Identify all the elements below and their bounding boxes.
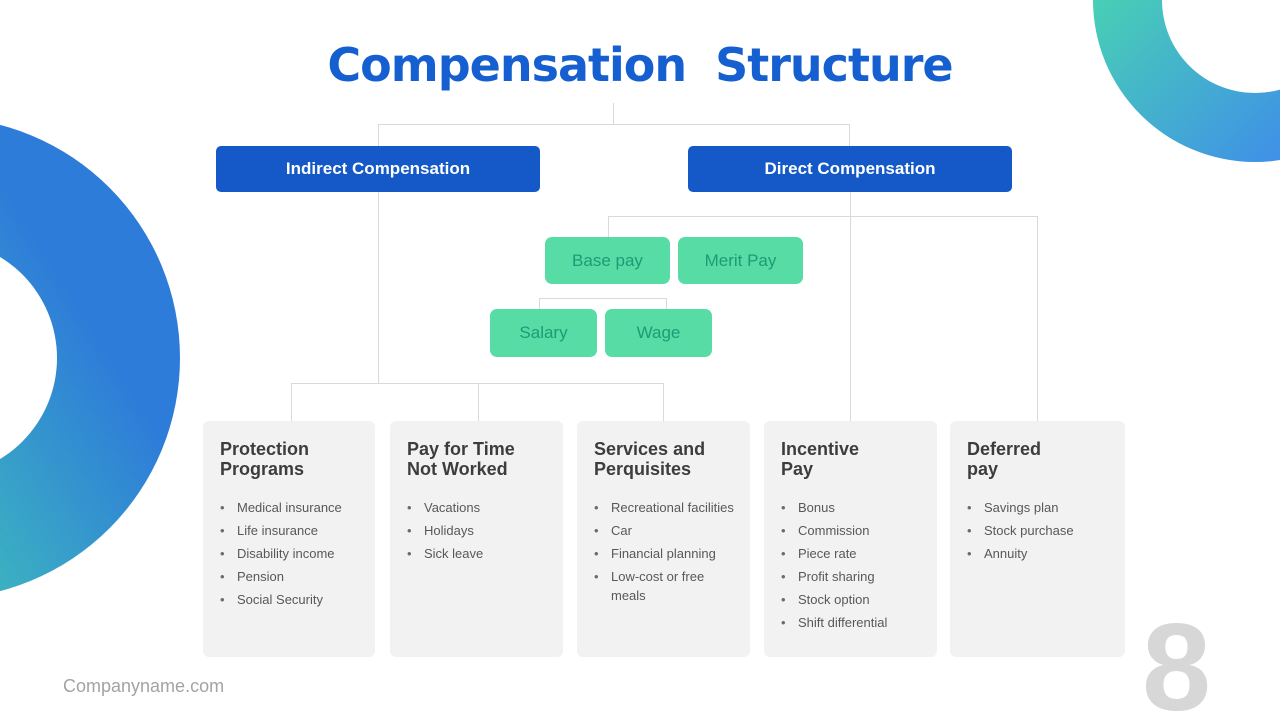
- bullet-item: Stock purchase: [965, 521, 1113, 540]
- card-incentive-pay: Incentive Pay BonusCommissionPiece rateP…: [764, 421, 937, 657]
- bullet-item: Annuity: [965, 544, 1113, 563]
- page-number: 8: [1142, 599, 1211, 720]
- bullet-item: Recreational facilities: [592, 498, 738, 517]
- card-title: Incentive Pay: [781, 439, 860, 479]
- connector-line: [850, 192, 851, 421]
- card-services-and-perquisites: Services and Perquisites Recreational fa…: [577, 421, 750, 657]
- card-title: Deferred pay: [967, 439, 1042, 479]
- bullet-item: Social Security: [218, 590, 363, 609]
- node-merit-pay: Merit Pay: [678, 237, 803, 284]
- bullet-item: Pension: [218, 567, 363, 586]
- bullet-list: Medical insuranceLife insuranceDisabilit…: [218, 498, 363, 609]
- connector-line: [663, 383, 664, 421]
- connector-line: [378, 192, 379, 383]
- page-title: Compensation Structure: [327, 38, 953, 92]
- bullet-item: Disability income: [218, 544, 363, 563]
- bullet-item: Car: [592, 521, 738, 540]
- card-title: Pay for Time Not Worked: [407, 439, 515, 479]
- decorative-ring-left-icon: [0, 117, 180, 599]
- bullet-item: Bonus: [779, 498, 925, 517]
- node-direct-compensation: Direct Compensation: [688, 146, 1012, 192]
- ring-hole: [0, 240, 57, 476]
- card-protection-programs: Protection Programs Medical insuranceLif…: [203, 421, 375, 657]
- connector-line: [613, 103, 614, 124]
- connector-line: [1037, 216, 1038, 421]
- bullet-list: Recreational facilitiesCarFinancial plan…: [592, 498, 738, 605]
- connector-line: [378, 124, 850, 125]
- card-title: Protection Programs: [220, 439, 310, 479]
- bullet-item: Life insurance: [218, 521, 363, 540]
- bullet-item: Financial planning: [592, 544, 738, 563]
- connector-line: [291, 383, 663, 384]
- bullet-item: Low-cost or free meals: [592, 567, 738, 605]
- connector-line: [478, 383, 479, 421]
- bullet-item: Profit sharing: [779, 567, 925, 586]
- node-indirect-compensation: Indirect Compensation: [216, 146, 540, 192]
- card-deferred-pay: Deferred pay Savings planStock purchaseA…: [950, 421, 1125, 657]
- bullet-item: Piece rate: [779, 544, 925, 563]
- bullet-item: Commission: [779, 521, 925, 540]
- connector-line: [608, 216, 609, 237]
- connector-line: [378, 124, 379, 146]
- node-wage: Wage: [605, 309, 712, 357]
- connector-line: [849, 124, 850, 146]
- card-title: Services and Perquisites: [594, 439, 706, 479]
- card-pay-for-time-not-worked: Pay for Time Not Worked VacationsHoliday…: [390, 421, 563, 657]
- connector-line: [539, 298, 540, 310]
- connector-line: [539, 298, 666, 299]
- bullet-item: Stock option: [779, 590, 925, 609]
- bullet-item: Sick leave: [405, 544, 551, 563]
- connector-line: [666, 298, 667, 310]
- bullet-list: VacationsHolidaysSick leave: [405, 498, 551, 563]
- connector-line: [291, 383, 292, 421]
- bullet-item: Shift differential: [779, 613, 925, 632]
- bullet-item: Holidays: [405, 521, 551, 540]
- bullet-item: Vacations: [405, 498, 551, 517]
- bullet-item: Savings plan: [965, 498, 1113, 517]
- company-name-footer: Companyname.com: [63, 676, 225, 696]
- connector-line: [608, 216, 1037, 217]
- bullet-list: Savings planStock purchaseAnnuity: [965, 498, 1113, 563]
- bullet-item: Medical insurance: [218, 498, 363, 517]
- bullet-list: BonusCommissionPiece rateProfit sharingS…: [779, 498, 925, 632]
- node-base-pay: Base pay: [545, 237, 670, 284]
- node-salary: Salary: [490, 309, 597, 357]
